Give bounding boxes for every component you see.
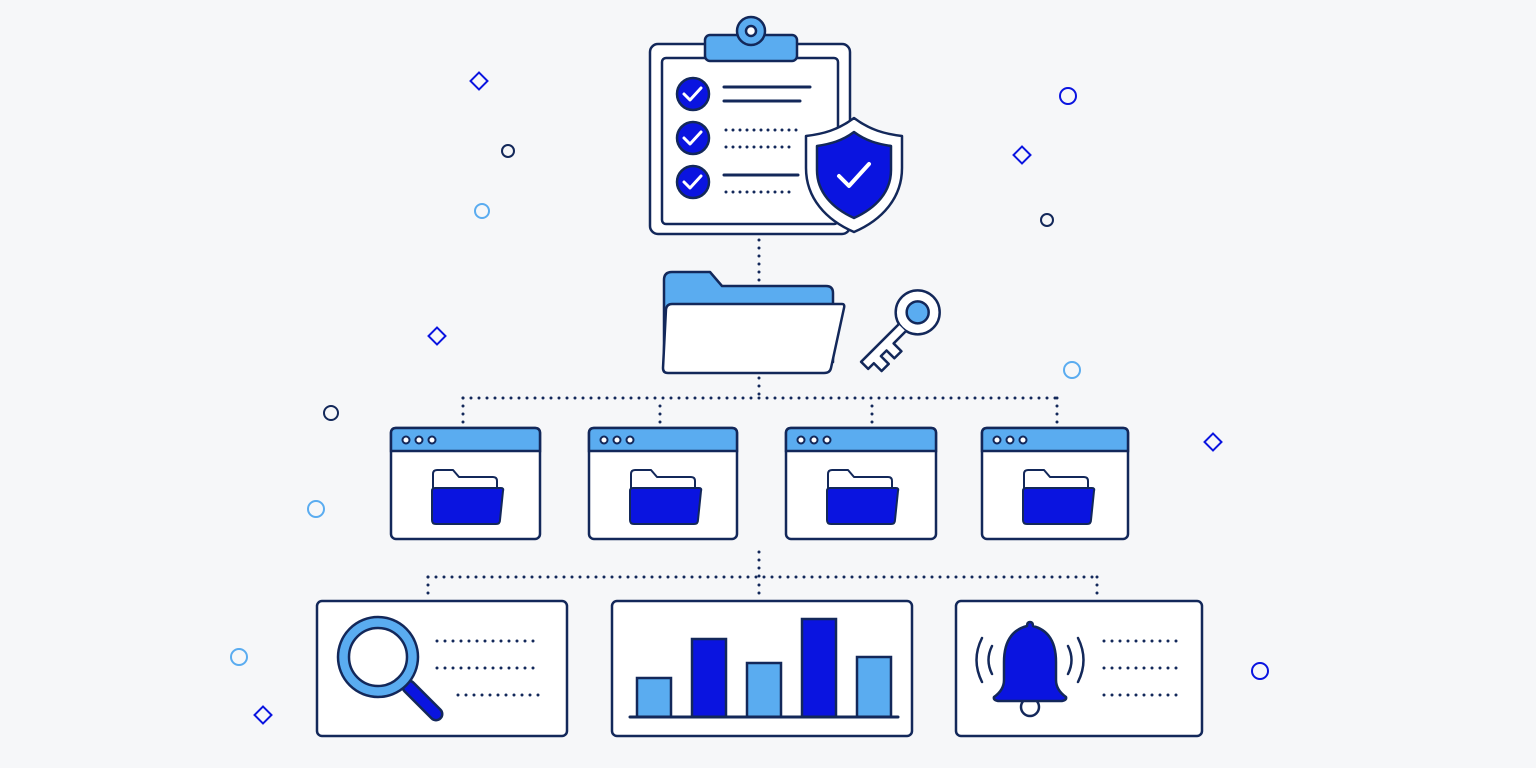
key-bow-hole (905, 300, 930, 325)
checkmark-icon (682, 130, 703, 146)
sparkle-circle (1059, 87, 1077, 105)
bell-wave-left-outer (975, 636, 984, 684)
window-dot (427, 435, 437, 445)
sparkle-circle (230, 648, 248, 666)
magnifier-handle-fill (404, 682, 441, 719)
key-shaft (859, 323, 907, 373)
folder-window-icon (826, 469, 900, 525)
folder-window (784, 426, 938, 541)
chart-bar (855, 655, 893, 719)
window-titlebar (587, 426, 739, 453)
decorative-sparkles (230, 71, 1269, 725)
sparkle-circle (474, 203, 490, 219)
folder-window (389, 426, 542, 541)
folder-front (826, 487, 900, 525)
bell-icon (975, 620, 1085, 718)
folder-window (980, 426, 1130, 541)
window-titlebar (980, 426, 1130, 453)
checkmark-icon (682, 174, 703, 190)
sparkle-diamond (469, 71, 489, 91)
dotted-connectors (426, 238, 1099, 600)
check-circle-icon (675, 76, 711, 112)
search-result-lines (435, 639, 543, 697)
checklist-item (675, 120, 802, 156)
window-row (389, 426, 1130, 541)
checkmark-icon (682, 86, 703, 102)
sparkle-diamond (427, 326, 447, 346)
bell-wave-right-inner (1066, 644, 1073, 676)
sparkle-diamond (253, 705, 273, 725)
chart-panel (610, 599, 914, 738)
window-dot (612, 435, 622, 445)
checklist-item (675, 76, 812, 112)
sparkle-circle (323, 405, 339, 421)
window-dot (1018, 435, 1028, 445)
folder-window-icon (1022, 469, 1096, 525)
folder-front (431, 487, 505, 525)
bell-wave-right-outer (1076, 636, 1085, 684)
window-dot (809, 435, 819, 445)
bar-chart-icon (635, 617, 893, 719)
chart-bar (745, 661, 783, 719)
folder-window (587, 426, 739, 541)
window-dot (992, 435, 1002, 445)
notification-lines (1102, 639, 1184, 697)
check-circle-icon (675, 164, 711, 200)
window-dot (796, 435, 806, 445)
sparkle-circle (1040, 213, 1054, 227)
sparkle-circle (1251, 662, 1269, 680)
folder-window-icon (431, 469, 505, 525)
notification-panel (954, 599, 1204, 738)
chart-bar (635, 676, 673, 719)
sparkle-circle (501, 144, 515, 158)
folder-front (661, 302, 846, 375)
key-icon (859, 289, 941, 373)
sparkle-circle (307, 500, 325, 518)
sparkle-circle (1063, 361, 1081, 379)
bell-wave-left-inner (987, 644, 994, 676)
magnifier-icon (336, 615, 444, 722)
main-folder-icon (661, 270, 846, 375)
shield-checkmark-icon (837, 162, 871, 188)
sparkle-diamond (1012, 145, 1032, 165)
clipboard-icon (648, 15, 852, 236)
window-dot (625, 435, 635, 445)
shield-inner (815, 130, 893, 220)
clipboard-clip-hole (744, 24, 758, 38)
window-dot (822, 435, 832, 445)
chart-bar (800, 617, 838, 719)
folder-front (629, 487, 703, 525)
checklist-item (675, 164, 800, 200)
window-titlebar (389, 426, 542, 453)
chart-bar (690, 637, 728, 719)
window-titlebar (784, 426, 938, 453)
magnifier-lens (347, 626, 409, 688)
window-dot (599, 435, 609, 445)
window-dot (414, 435, 424, 445)
check-circle-icon (675, 120, 711, 156)
window-dot (401, 435, 411, 445)
bell-body (992, 620, 1068, 703)
window-dot (1005, 435, 1015, 445)
search-panel (315, 599, 569, 738)
panel-frame (954, 599, 1204, 738)
folder-front (1022, 487, 1096, 525)
shield-check-icon (804, 116, 904, 234)
sparkle-diamond (1203, 432, 1223, 452)
folder-window-icon (629, 469, 703, 525)
